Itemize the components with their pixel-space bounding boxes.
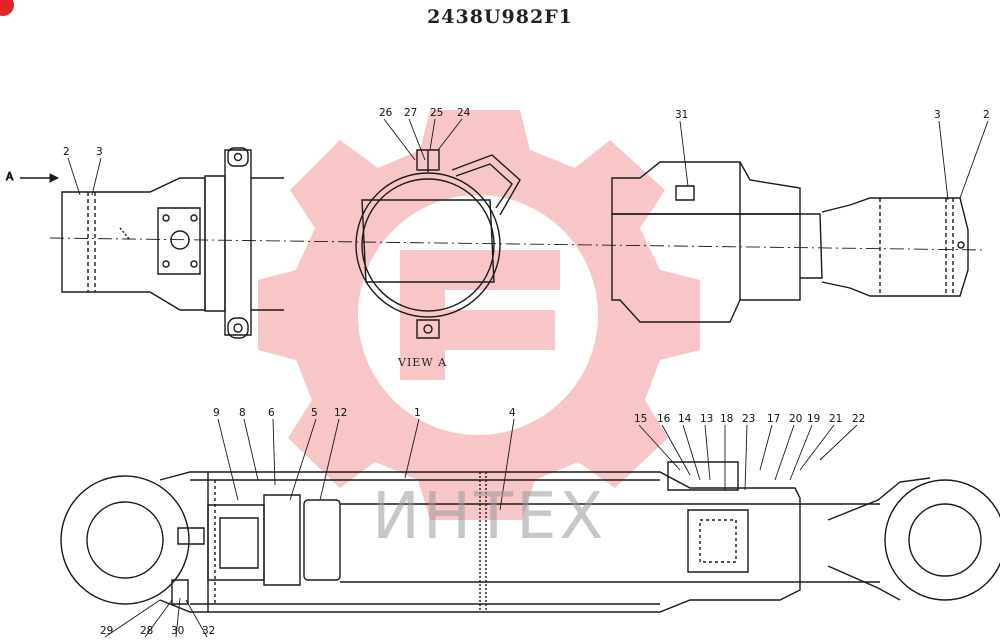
leader-line <box>92 158 101 195</box>
leader-line <box>430 119 435 150</box>
view-a-label: VIEW A <box>397 356 447 369</box>
leader-line <box>290 419 316 500</box>
callout-label: 26 <box>379 107 393 119</box>
cylinder-section <box>61 462 1000 612</box>
leader-line <box>775 425 794 480</box>
callout-label: 2 <box>983 109 990 121</box>
watermark-gear-icon <box>258 110 700 520</box>
leader-line <box>320 419 339 500</box>
corner-badge-icon <box>0 0 14 16</box>
leader-line <box>500 419 514 510</box>
callout-label: 13 <box>700 413 713 425</box>
callouts-top: 2 3 26 27 25 24 31 3 2 <box>63 107 990 200</box>
leader-line <box>705 425 710 480</box>
watermark-text: ИНТЕХ <box>372 480 606 554</box>
leader-line <box>662 425 690 475</box>
drawing-title: 2438U982F1 <box>427 6 573 28</box>
callout-label: 28 <box>140 625 153 637</box>
head-end-side-view <box>62 148 284 338</box>
callout-label: 27 <box>404 107 417 119</box>
view-arrow: A <box>6 171 58 184</box>
callout-label: 31 <box>675 109 688 121</box>
leader-line <box>68 158 80 195</box>
leader-line <box>186 600 207 637</box>
leader-line <box>800 425 834 470</box>
callout-label: 6 <box>268 407 275 419</box>
leader-line <box>244 419 258 480</box>
callout-label: 22 <box>852 413 865 425</box>
leader-line <box>105 600 160 637</box>
leader-line <box>176 598 180 637</box>
leader-line <box>438 119 462 150</box>
leader-line <box>745 425 747 490</box>
callout-label: 1 <box>414 407 421 419</box>
leader-line <box>409 119 425 160</box>
leader-line <box>273 419 275 485</box>
callout-label: 4 <box>509 407 516 419</box>
leader-line <box>680 121 688 186</box>
callout-label: 23 <box>742 413 755 425</box>
callout-label: 20 <box>789 413 802 425</box>
callout-label: 25 <box>430 107 443 119</box>
leader-line <box>760 425 772 470</box>
callout-label: 17 <box>767 413 780 425</box>
callout-label: 29 <box>100 625 113 637</box>
callout-label: 15 <box>634 413 647 425</box>
leader-line <box>639 425 680 470</box>
leader-line <box>960 121 988 198</box>
callout-label: 12 <box>334 407 347 419</box>
leader-line <box>683 425 700 480</box>
center-line <box>50 238 985 250</box>
callout-label: 8 <box>239 407 246 419</box>
rod-end-side-view <box>612 162 968 322</box>
leader-line <box>405 419 419 478</box>
leader-line <box>939 121 948 200</box>
leader-line <box>820 425 857 460</box>
arrow-label: A <box>6 171 14 183</box>
callout-label: 2 <box>63 146 70 158</box>
callout-label: 9 <box>213 407 220 419</box>
leader-line <box>145 600 172 637</box>
callout-label: 3 <box>934 109 941 121</box>
leader-line <box>218 419 238 500</box>
callout-label: 5 <box>311 407 318 419</box>
callout-label: 30 <box>171 625 184 637</box>
callout-label: 18 <box>720 413 733 425</box>
leader-line <box>384 119 415 160</box>
callout-label: 3 <box>96 146 103 158</box>
callout-label: 19 <box>807 413 820 425</box>
callout-label: 14 <box>678 413 692 425</box>
leader-line <box>790 425 812 480</box>
callout-label: 24 <box>457 107 471 119</box>
view-a-clamp <box>356 150 520 338</box>
callout-label: 21 <box>829 413 842 425</box>
callout-label: 16 <box>657 413 671 425</box>
